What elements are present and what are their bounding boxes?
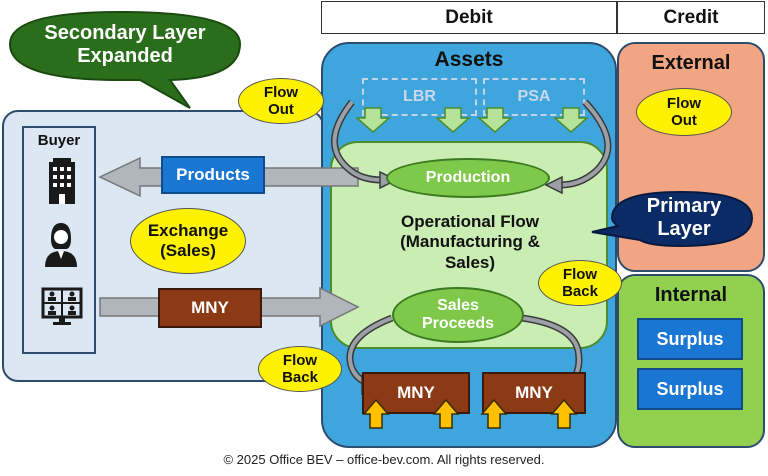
exchange-ellipse: Exchange (Sales) (130, 208, 246, 274)
mny-box-1-label: MNY (397, 383, 435, 402)
video-meeting-icon (40, 284, 84, 328)
lbr-box: LBR (362, 78, 477, 116)
flow-back-left-label: Flow Back (258, 346, 342, 392)
credit-header: Credit (617, 1, 765, 34)
psa-label: PSA (517, 88, 551, 105)
flow-back-right-text: Flow Back (562, 265, 598, 300)
primary-callout-shape (591, 190, 754, 248)
mny-left-box: MNY (158, 288, 262, 328)
input-down-arrows (355, 107, 589, 133)
flow-back-right-label: Flow Back (538, 260, 622, 306)
assets-title: Assets (434, 48, 504, 71)
operational-flow-text: Operational Flow (Manufacturing & Sales) (400, 212, 540, 272)
production-label: Production (425, 168, 511, 186)
flow-out-right-label: Flow Out (636, 88, 732, 136)
products-label: Products (176, 165, 250, 184)
psa-box: PSA (483, 78, 585, 116)
exchange-label: Exchange (Sales) (147, 221, 229, 260)
products-box: Products (161, 156, 265, 194)
person-icon (42, 220, 80, 268)
production-ellipse: Production (386, 158, 550, 198)
surplus-box-1: Surplus (637, 318, 743, 360)
flow-out-left-label: Flow Out (238, 78, 324, 124)
primary-layer-callout: Primary Layer (646, 195, 722, 240)
debit-header-label: Debit (445, 6, 493, 28)
lbr-label: LBR (403, 88, 436, 105)
internal-title: Internal (654, 284, 728, 306)
internal-panel (617, 274, 765, 448)
mny-left-label: MNY (191, 298, 229, 317)
flow-out-right-text: Flow Out (666, 94, 702, 129)
surplus-box-2: Surplus (637, 368, 743, 410)
surplus-label-2: Surplus (656, 378, 724, 399)
sales-proceeds-ellipse: Sales Proceeds (392, 287, 524, 343)
secondary-layer-callout: Secondary Layer Expanded (44, 22, 206, 67)
sales-proceeds-label: Sales Proceeds (421, 296, 495, 332)
external-title: External (651, 52, 731, 74)
office-building-icon (44, 157, 80, 205)
flow-back-left-text: Flow Back (282, 351, 318, 386)
mny-box-2-label: MNY (515, 383, 553, 402)
surplus-label-1: Surplus (656, 328, 724, 349)
buyer-title: Buyer (37, 132, 81, 149)
copyright-footer: © 2025 Office BEV – office-bev.com. All … (223, 452, 545, 467)
secondary-callout-shape (8, 10, 242, 109)
credit-header-label: Credit (663, 6, 719, 28)
flow-out-left-text: Flow Out (263, 83, 299, 118)
debit-header: Debit (321, 1, 617, 34)
